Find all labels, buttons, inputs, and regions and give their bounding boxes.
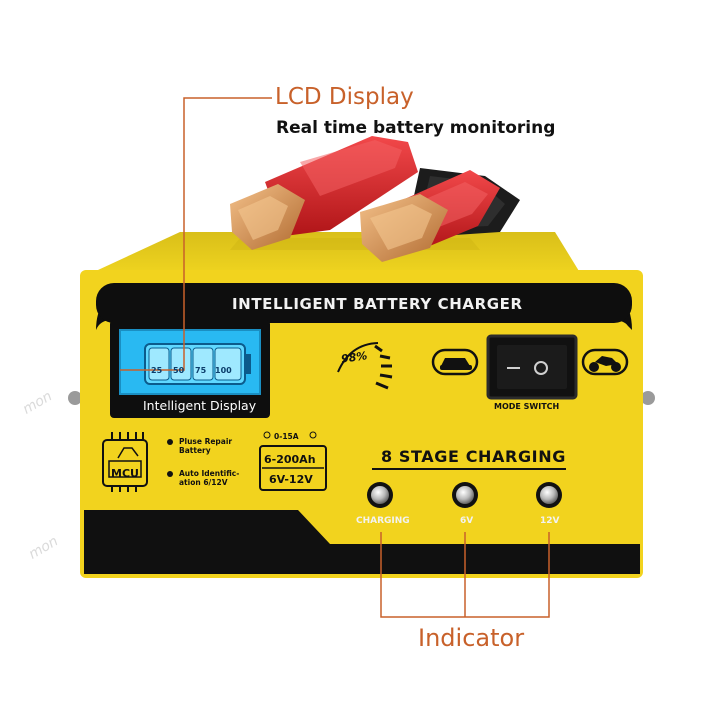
indicator-label-12v: 12V [540,516,560,526]
feature-bullet-1 [167,439,173,445]
spec-current: 0-15A [274,432,299,441]
mode-switch-label: MODE SWITCH [494,402,560,411]
indicator-label-6v: 6V [460,516,474,526]
lcd-segment-25: 25 [151,366,163,375]
car-icon [431,348,479,376]
mcu-chip-icon [102,432,148,492]
spec-voltage: 6V-12V [269,473,313,486]
indicator-label-charging: CHARGING [356,516,410,526]
lcd-caption: Intelligent Display [143,398,257,413]
feature-bullet-2 [167,471,173,477]
lcd-segment-100: 100 [215,366,232,375]
lcd-segment-50: 50 [173,366,185,375]
bottom-band [84,510,640,574]
lcd-battery [144,343,251,385]
red-clamp-left [230,136,418,250]
lcd-display-callout: LCD Display [275,84,414,110]
indicator-callout: Indicator [418,624,525,652]
feature-pulse-repair: Pluse Repair Battery [179,437,233,455]
red-clamp-right [360,170,500,262]
mode-switch [486,334,578,400]
lcd-segment-75: 75 [195,366,207,375]
spec-box [259,445,327,491]
feature-auto-identification: Auto Identific- ation 6/12V [179,469,240,487]
stage-charging-title: 8 STAGE CHARGING [381,447,566,466]
motorcycle-icon [581,348,629,376]
lcd-callout-line [120,97,272,371]
efficiency-gauge [374,344,393,390]
side-bolt-left [68,391,82,405]
indicator-callout-lines [380,532,550,618]
spec-capacity: 6-200Ah [264,453,316,466]
mcu-label: MCU [111,467,139,480]
lcd-display-subtitle: Real time battery monitoring [276,118,556,138]
charger-title: INTELLIGENT BATTERY CHARGER [232,295,523,313]
charger-top [85,232,582,276]
side-bolt-right [641,391,655,405]
